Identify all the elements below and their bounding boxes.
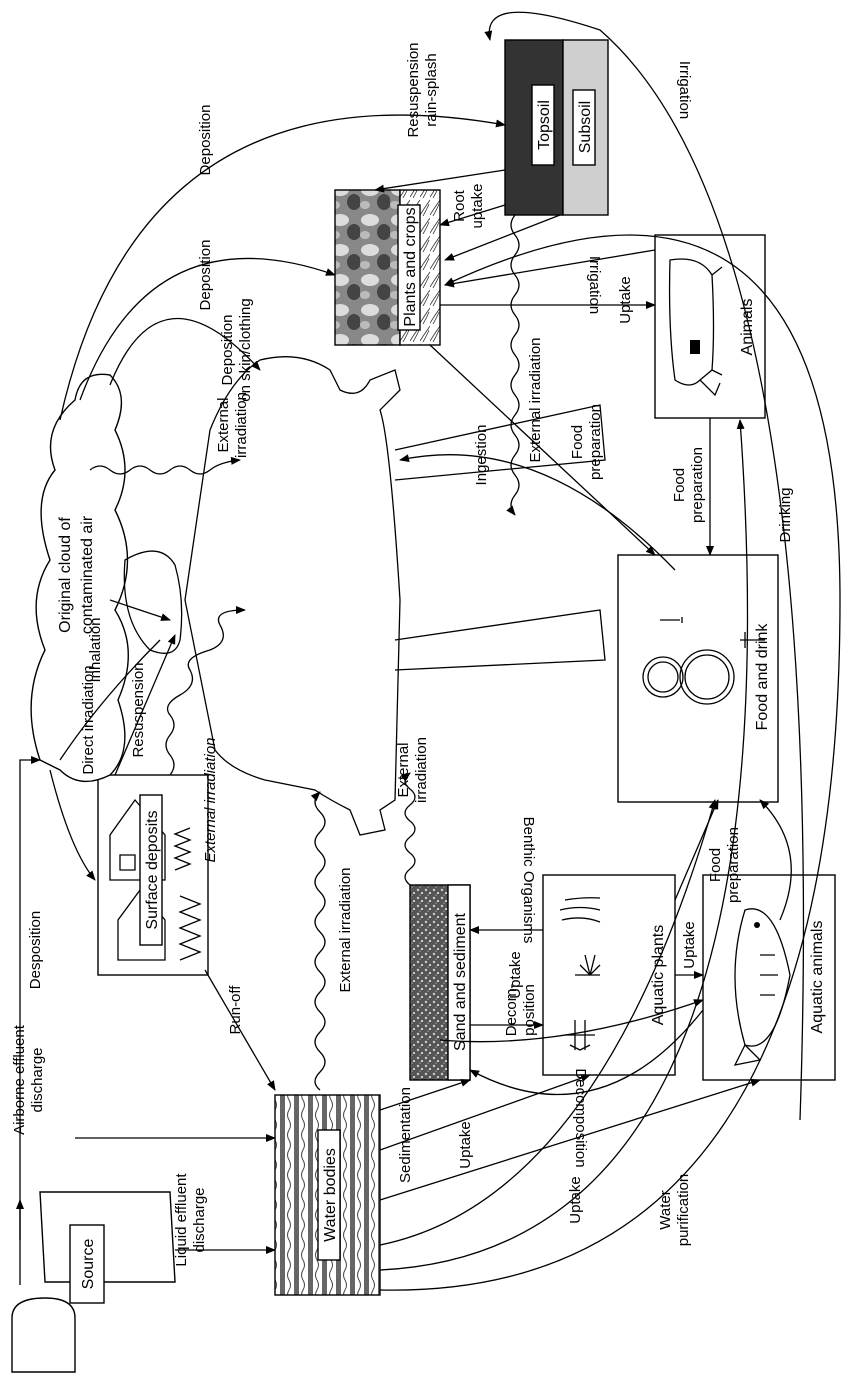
- aquatic-plants-node: Aquatic plants: [543, 875, 675, 1075]
- resuspension-label: Resuspension: [130, 662, 147, 757]
- decomposition-label: Decomposition: [572, 1068, 589, 1167]
- deposition-label-2: Deposition: [197, 105, 214, 176]
- wavy-external-irradiation-5: [511, 215, 519, 515]
- water-bodies-node: Water bodies: [275, 1095, 380, 1295]
- deposition-skin-label-2: on skin/clothing: [237, 298, 254, 401]
- irrigation-label-2: Irrigation: [676, 61, 693, 119]
- decomposition-label-1a: Decom-: [503, 984, 520, 1037]
- external-irradiation-label-4a: External: [215, 397, 232, 452]
- external-irradiation-label-2: External irradiation: [337, 867, 354, 992]
- surface-deposits-label: Surface deposits: [144, 810, 161, 929]
- external-irradiation-label-5: External irradiation: [527, 337, 544, 462]
- deposition-label-1: Deposition: [197, 240, 214, 311]
- water-bodies-label: Water bodies: [322, 1148, 339, 1242]
- irrigation-label-1: Irrigation: [586, 256, 603, 314]
- food-preparation-label-1b: preparation: [725, 827, 742, 903]
- airborne-label-2: discharge: [29, 1047, 46, 1112]
- aquatic-animals-label: Aquatic animals: [809, 921, 826, 1034]
- sedimentation-label: Sedimentation: [397, 1087, 414, 1183]
- sand-sediment-node: Sand and sediment: [410, 885, 470, 1080]
- uptake-label-2: Uptake: [567, 1176, 584, 1224]
- liquid-label-1: Liquid effluent: [173, 1173, 190, 1267]
- surface-deposits-node: Surface deposits: [98, 775, 208, 975]
- plants-crops-node: Plants and crops: [335, 190, 440, 345]
- wavy-external-irradiation-2: [315, 792, 325, 1090]
- food-preparation-label-1a: Food: [707, 848, 724, 882]
- cooling-tower-icon: [40, 1192, 175, 1282]
- uptake-label-4: Uptake: [681, 921, 698, 969]
- food-preparation-label-3b: preparation: [587, 404, 604, 480]
- run-off-label: Run-off: [227, 985, 244, 1035]
- food-preparation-label-2b: preparation: [689, 447, 706, 523]
- uptake-label-5: Uptake: [617, 276, 634, 324]
- desposition-label: Desposition: [27, 911, 44, 989]
- resuspension-rain-splash-label-1: Resuspension: [405, 42, 422, 137]
- root-uptake-label-1: Root: [451, 189, 468, 222]
- source-node: Source: [12, 1192, 175, 1372]
- cloud-label-line1: Original cloud of: [57, 517, 74, 633]
- inhalation-label: Inhalation: [87, 617, 104, 682]
- food-preparation-label-2a: Food: [671, 468, 688, 502]
- food-drink-node: Food and drink: [618, 555, 778, 802]
- drinking-label: Drinking: [777, 487, 794, 542]
- plants-crops-texture: [335, 190, 400, 345]
- water-purification-label-2: purification: [675, 1174, 692, 1247]
- food-preparation-label-3a: Food: [569, 425, 586, 459]
- ingestion-arrow: [400, 455, 675, 570]
- subsoil-label: Subsoil: [577, 101, 594, 153]
- external-irradiation-label-3b: irradiation: [413, 737, 430, 803]
- ingestion-label: Ingestion: [473, 425, 490, 486]
- sedimentation-arrow: [380, 1080, 470, 1110]
- soil-node: Topsoil Subsoil: [505, 40, 608, 215]
- root-uptake-label-2: uptake: [469, 183, 486, 228]
- plants-crops-label: Plants and crops: [402, 207, 419, 326]
- water-purification-label-1: Water: [657, 1190, 674, 1229]
- liquid-label-2: discharge: [191, 1187, 208, 1252]
- reactor-dome-icon: [12, 1298, 75, 1372]
- resuspension-rain-splash-label-2: rain-splash: [423, 53, 440, 126]
- decomposition-label-1b: position: [521, 984, 538, 1036]
- food-drink-label: Food and drink: [754, 623, 771, 731]
- uptake-label-1: Uptake: [457, 1121, 474, 1169]
- cloud-label-line2: contaminated air: [79, 515, 96, 634]
- topsoil-label: Topsoil: [536, 100, 553, 150]
- sand-sediment-label: Sand and sediment: [452, 913, 469, 1051]
- external-irradiation-label-3a: External: [395, 742, 412, 797]
- airborne-label-1: Airborne effluent: [11, 1024, 28, 1135]
- source-label: Source: [80, 1239, 97, 1290]
- desposition-arrow: [50, 770, 95, 880]
- external-irradiation-label-1: External irradiation: [202, 737, 219, 862]
- benthic-organisms-label: Benthic Organisms: [520, 817, 537, 944]
- deposition-skin-label-1: Deposition: [219, 315, 236, 386]
